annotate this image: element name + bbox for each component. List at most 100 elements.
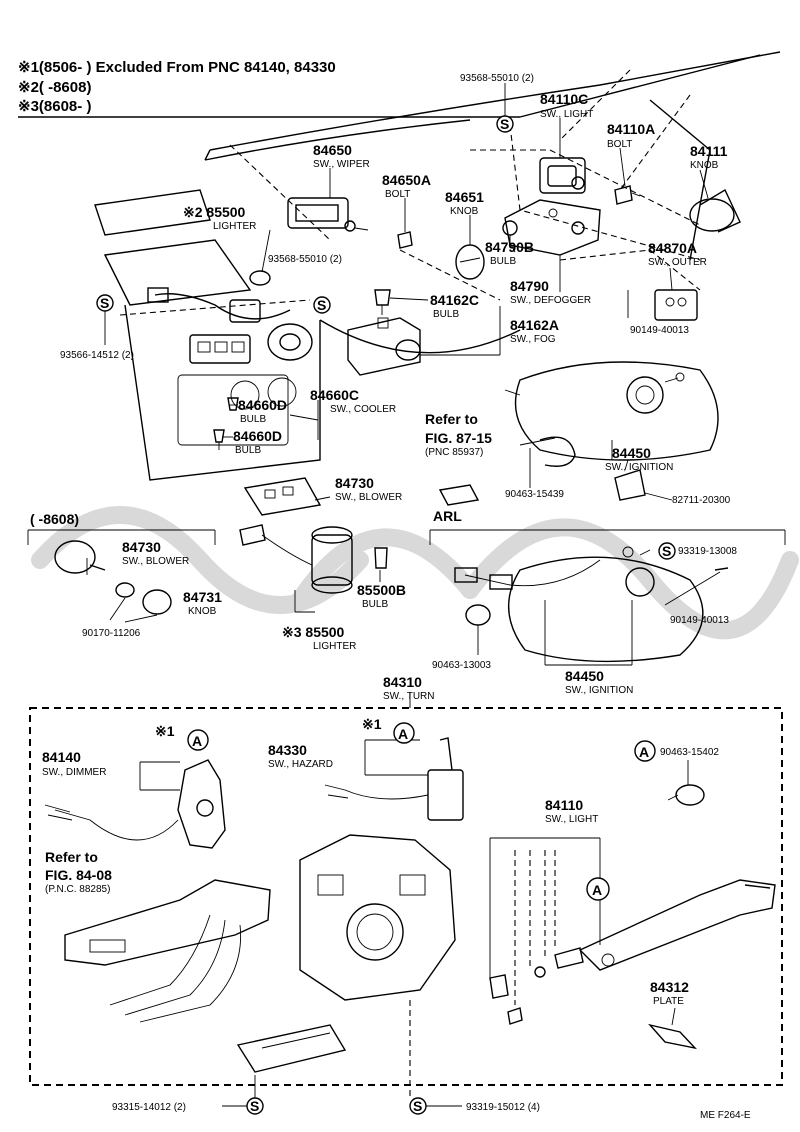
callout-code: 90149-40013 <box>630 325 689 336</box>
callout-desc: BULB <box>240 414 266 425</box>
s-marker: S <box>313 296 331 314</box>
arl-inset <box>429 529 786 663</box>
callout-code: 84731 <box>183 589 222 605</box>
callout-code: ※2 85500 <box>183 204 246 220</box>
callout-code: 84450 <box>565 668 604 684</box>
callout-desc: KNOB <box>450 206 479 217</box>
callout-code: 84140 <box>42 749 81 765</box>
s-marker: S <box>409 1097 427 1115</box>
svg-text:S: S <box>500 116 509 132</box>
callout-code: 93319-15012 (4) <box>466 1102 540 1113</box>
callout-code: 90463-15402 <box>660 747 719 758</box>
header-notes: ※1(8506- ) Excluded From PNC 84140, 8433… <box>18 59 520 118</box>
ignition-area-upper <box>504 361 719 467</box>
figure-code: ME F264-E <box>700 1110 751 1121</box>
connector <box>236 1024 347 1073</box>
lighter-85500-harness <box>147 270 313 364</box>
note-3: ※3(8608- ) <box>18 98 91 115</box>
knob-84651 <box>455 244 485 280</box>
callout-code: 84162C <box>430 292 479 308</box>
callout-code: 84110A <box>607 121 655 137</box>
fog-switch-84162a <box>347 317 421 376</box>
blower-inset-box <box>27 529 216 615</box>
callout-desc: SW., LIGHT <box>545 814 598 825</box>
callout-desc: FIG. 87-15 <box>425 430 492 446</box>
svg-text:S: S <box>100 295 109 311</box>
a-marker: A <box>586 877 610 901</box>
s-marker: S <box>496 115 514 133</box>
callout-code: 93566-14512 (2) <box>60 350 134 361</box>
callout-code: 93315-14012 (2) <box>112 1102 186 1113</box>
callout-desc: BULB <box>433 309 459 320</box>
callout-code: (PNC 85937) <box>425 447 483 458</box>
note1-mark: ※1 <box>155 723 175 739</box>
callout-code: (P.N.C. 88285) <box>45 884 110 895</box>
turn-switch-box <box>29 707 783 1086</box>
s-marker: S <box>96 294 114 312</box>
callout-desc: SW., LIGHT <box>540 109 593 120</box>
a-marker: A <box>393 722 415 744</box>
light-switch-84110c <box>504 157 601 256</box>
callout-desc: SW., BLOWER <box>122 556 189 567</box>
turn-switch-body <box>299 834 456 1001</box>
bulb-84660d-upper <box>227 397 239 411</box>
svg-text:A: A <box>592 882 602 898</box>
knob-84111 <box>689 189 741 233</box>
callout-code: 84110 <box>545 797 583 813</box>
plate-84312 <box>648 1023 698 1050</box>
bolt-84650a <box>397 231 413 249</box>
callout-code: 90170-11206 <box>82 628 141 639</box>
callout-code: 90463-13003 <box>432 660 491 671</box>
callout-desc: BULB <box>235 445 261 456</box>
callout-code: 84790B <box>485 239 534 255</box>
watermark <box>31 506 799 640</box>
callout-code: 93568-55010 (2) <box>268 254 342 265</box>
callout-desc: BULB <box>490 256 516 267</box>
note-2: ※2( -8608) <box>18 79 91 96</box>
callout-code: 84660D <box>238 397 287 413</box>
fig87-part <box>438 484 480 506</box>
wiper-switch-84650 <box>287 197 369 232</box>
s-marker: S <box>246 1097 264 1115</box>
callout-code: Refer to <box>425 411 478 427</box>
s-marker: S <box>658 542 676 560</box>
callout-code: 84162A <box>510 317 559 333</box>
bulb-84162c <box>374 289 391 315</box>
callout-desc: KNOB <box>690 160 719 171</box>
svg-text:S: S <box>250 1098 259 1114</box>
callout-desc: SW., IGNITION <box>565 685 633 696</box>
callout-code: 93568-55010 (2) <box>460 73 534 84</box>
callout-desc: SW., WIPER <box>313 159 370 170</box>
svg-text:S: S <box>662 543 671 559</box>
svg-text:S: S <box>413 1098 422 1114</box>
callout-desc: SW., COOLER <box>330 404 396 415</box>
callout-code: 84330 <box>268 742 307 758</box>
svg-text:A: A <box>192 733 202 749</box>
callout-code: 84450 <box>612 445 651 461</box>
callout-desc: FIG. 84-08 <box>45 867 112 883</box>
callout-code: 84660C <box>310 387 359 403</box>
svg-text:S: S <box>317 297 326 313</box>
s-markers: S S S S S S <box>96 115 676 1115</box>
callout-code: ARL <box>433 508 462 524</box>
callout-desc: SW., IGNITION <box>605 462 673 473</box>
callout-labels: 93568-55010 (2) 84110C SW., LIGHT 84110A… <box>30 73 751 1121</box>
a-markers: A A A A ※1 ※1 <box>155 716 656 901</box>
turn-lever <box>64 879 271 1023</box>
bulb-84790b <box>502 220 518 243</box>
note-1: ※1(8506- ) Excluded From PNC 84140, 8433… <box>18 59 336 76</box>
callout-code: 93319-13008 <box>678 546 737 557</box>
callout-code: 84310 <box>383 674 422 690</box>
clip-82711 <box>614 459 646 501</box>
callout-code: 85500B <box>357 582 406 598</box>
callout-desc: KNOB <box>188 606 217 617</box>
callout-code: 84730 <box>335 475 374 491</box>
svg-text:A: A <box>639 744 649 760</box>
callout-code: 84660D <box>233 428 282 444</box>
callout-desc: SW., HAZARD <box>268 759 333 770</box>
clamp-90463-15402 <box>667 784 705 806</box>
callout-desc: LIGHTER <box>213 221 256 232</box>
callout-code: 84110C <box>540 91 588 107</box>
callout-code: 84651 <box>445 189 484 205</box>
callout-code: 84790 <box>510 278 549 294</box>
